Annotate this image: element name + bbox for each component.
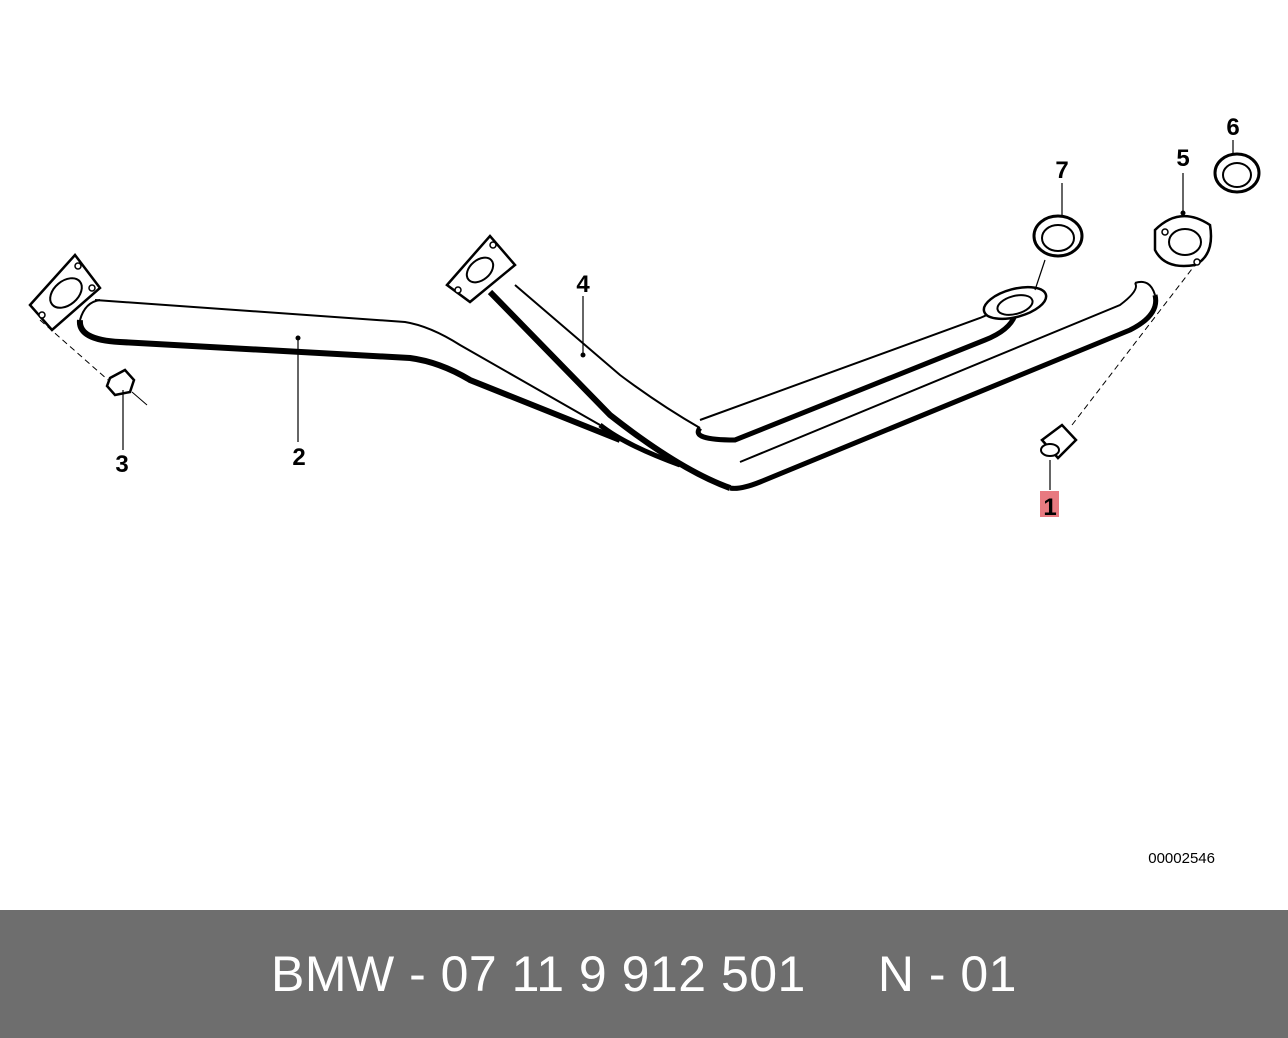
callout-2: 2	[292, 444, 305, 471]
leader-dots	[295, 210, 1186, 358]
nut-part-3	[39, 319, 148, 406]
part-number-text: BMW - 07 11 9 912 501 N - 01	[271, 946, 1017, 1002]
leader-lines	[122, 140, 1234, 490]
callout-4: 4	[576, 271, 590, 298]
pipe-part-2	[76, 299, 681, 468]
middle-flange	[445, 234, 517, 304]
stud-part-1	[1040, 264, 1196, 460]
gasket-part-7	[1032, 214, 1084, 258]
part-number-footer: BMW - 07 11 9 912 501 N - 01	[0, 910, 1288, 1038]
callout-3: 3	[115, 451, 128, 478]
pipe-end-flange	[982, 285, 1048, 321]
callout-1: 1	[1043, 494, 1056, 521]
gasket-part-6	[1213, 152, 1261, 194]
callout-6: 6	[1226, 114, 1239, 141]
left-flange	[28, 253, 102, 332]
callout-7: 7	[1055, 157, 1068, 184]
exhaust-pipe-diagram: 1 2 3 4 5 6 7 00002546	[28, 114, 1261, 867]
pipe-right	[729, 280, 1159, 491]
flange-part-5	[1153, 214, 1213, 268]
diagram-reference-number: 00002546	[1148, 850, 1215, 867]
callout-1-highlight	[1040, 491, 1059, 517]
callout-5: 5	[1176, 145, 1189, 172]
